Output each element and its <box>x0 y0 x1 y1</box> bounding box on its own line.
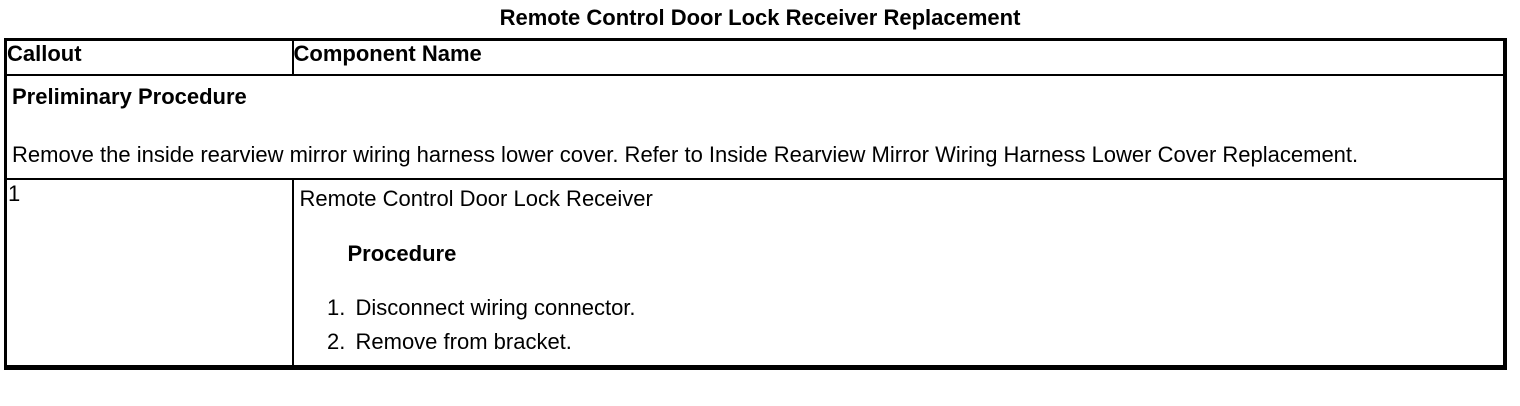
component-cell: Remote Control Door Lock Receiver Proced… <box>291 178 1506 369</box>
component-table: Callout Component Name Preliminary Proce… <box>4 38 1507 370</box>
callout-cell: 1 <box>4 178 294 369</box>
preliminary-procedure-row: Preliminary Procedure Remove the inside … <box>4 74 1506 180</box>
procedure-step: Disconnect wiring connector. <box>352 293 1496 323</box>
preliminary-procedure-text: Remove the inside rearview mirror wiring… <box>12 142 1359 167</box>
preliminary-procedure-cell: Preliminary Procedure Remove the inside … <box>4 74 1506 180</box>
procedure-steps: Disconnect wiring connector. Remove from… <box>300 293 1496 357</box>
table-header: Callout Component Name <box>4 38 1506 76</box>
callout-column-header: Callout <box>4 38 294 76</box>
table-row: 1 Remote Control Door Lock Receiver Proc… <box>4 178 1506 369</box>
component-name: Remote Control Door Lock Receiver <box>299 186 653 211</box>
preliminary-procedure-heading: Preliminary Procedure <box>12 84 247 109</box>
table-body: Preliminary Procedure Remove the inside … <box>4 74 1506 369</box>
component-name-column-header: Component Name <box>291 38 1506 76</box>
header-row: Callout Component Name <box>4 38 1506 76</box>
procedure-heading: Procedure <box>347 241 457 266</box>
procedure-step: Remove from bracket. <box>352 327 1496 357</box>
page-title: Remote Control Door Lock Receiver Replac… <box>499 5 1021 30</box>
